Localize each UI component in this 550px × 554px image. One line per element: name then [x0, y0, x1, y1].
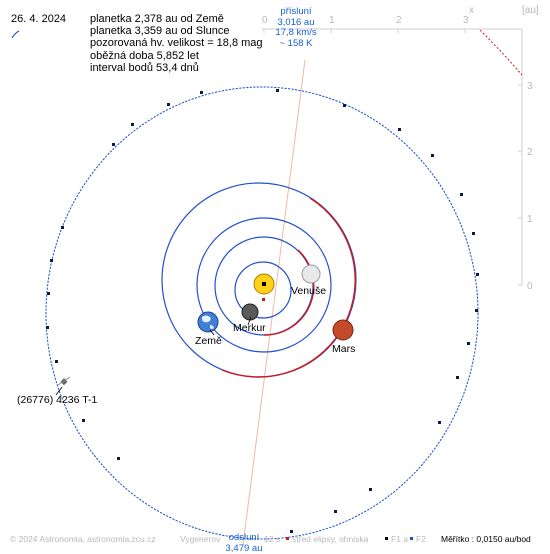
venus-icon [302, 265, 320, 283]
perihelion-label: přísluní 3,016 au 17,8 km/s ~ 158 K [266, 7, 326, 49]
orbit-point-markers [46, 89, 479, 533]
axis-ticks [264, 29, 522, 285]
mercury-label: Merkur [233, 322, 266, 334]
x-axis-label: x [469, 5, 474, 16]
info-line-interval: interval bodů 53,4 dnů [90, 62, 263, 74]
footer-copyright: © 2024 Astronomia, astronomia.zcu.cz [10, 534, 156, 544]
asteroid-icon [58, 377, 70, 385]
unit-label: [au] [522, 5, 539, 16]
info-line-earth-distance: planetka 2,378 au od Země [90, 13, 263, 25]
asteroid-orbit [46, 87, 478, 539]
perihelion-title: přísluní [266, 7, 326, 18]
sun-center-marker [262, 282, 266, 286]
mercury-icon [242, 304, 258, 320]
earth-label: Země [195, 335, 222, 347]
info-line-magnitude: pozorovaná hv. velikost = 18,8 mag [90, 37, 263, 49]
info-line-period: oběžná doba 5,852 let [90, 50, 263, 62]
venus-label: Venuše [291, 285, 326, 297]
aphelion-distance: 3,479 au [214, 544, 274, 554]
y-tick-0: 0 [527, 281, 533, 292]
corner-arc [12, 31, 19, 38]
x-tick-3: 3 [463, 15, 469, 26]
y-tick-3: 3 [527, 81, 533, 92]
footer-generated: Vygenerov [180, 534, 220, 544]
info-block: planetka 2,378 au od Země planetka 3,359… [90, 13, 263, 74]
asteroid-orbit-red-arc [480, 30, 522, 75]
footer-scale: Měřítko : 0,0150 au/bod [441, 534, 531, 544]
legend-f2-marker [410, 537, 413, 540]
x-tick-1: 1 [329, 15, 335, 26]
date-label: 26. 4. 2024 [11, 13, 66, 25]
ellipse-center-marker [262, 298, 265, 301]
footer-seconds: 12 s [264, 534, 280, 544]
y-tick-1: 1 [527, 214, 533, 225]
legend-f1-marker [385, 537, 388, 540]
footer-legend-f2: F2 [416, 534, 426, 544]
info-line-sun-distance: planetka 3,359 au od Slunce [90, 25, 263, 37]
mars-icon [333, 320, 353, 340]
mars-label: Mars [332, 343, 355, 355]
perihelion-temperature: ~ 158 K [266, 39, 326, 50]
x-tick-2: 2 [396, 15, 402, 26]
footer-legend-f1: F1 a [391, 534, 408, 544]
perihelion-speed: 17,8 km/s [266, 28, 326, 39]
footer-legend-center: střed elipsy, ohniska [292, 534, 368, 544]
y-tick-2: 2 [527, 147, 533, 158]
asteroid-label: (26776) 4236 T-1 [17, 394, 97, 406]
legend-center-marker [286, 537, 289, 540]
apsis-line [243, 60, 305, 545]
